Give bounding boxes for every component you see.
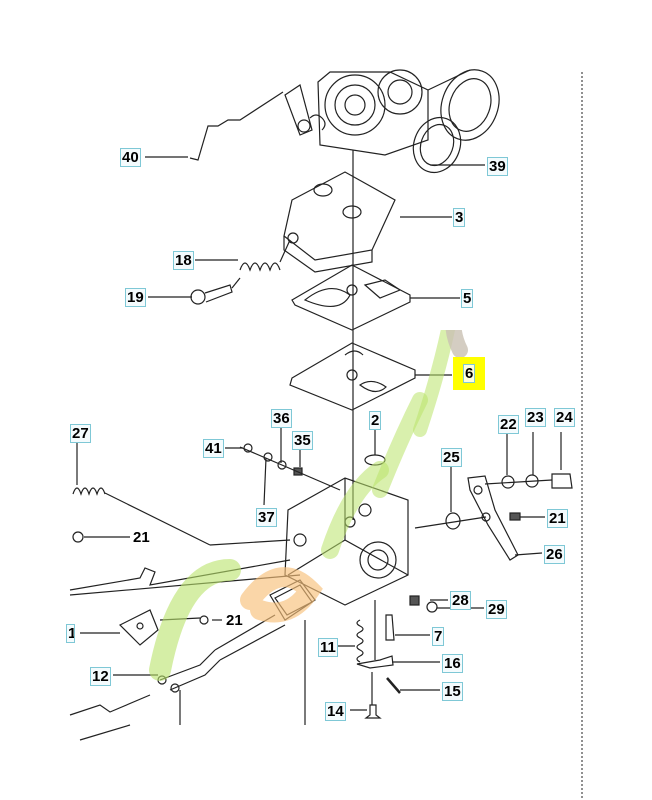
choke-nut <box>551 473 573 489</box>
part-label-28[interactable]: 28 <box>450 591 471 610</box>
idle-spring <box>239 262 281 272</box>
part-label-36[interactable]: 36 <box>271 409 292 428</box>
part-label-7[interactable]: 7 <box>432 627 445 646</box>
part-label-26[interactable]: 26 <box>544 545 565 564</box>
part-label-2[interactable]: 2 <box>369 411 382 430</box>
part-label-41[interactable]: 41 <box>203 439 224 458</box>
metering-lever <box>356 655 394 669</box>
part-label-21-left[interactable]: 21 <box>133 529 150 546</box>
inlet-needle <box>385 614 395 641</box>
pump-cover-assembly <box>284 69 429 156</box>
part-label-39[interactable]: 39 <box>487 157 508 176</box>
part-label-40[interactable]: 40 <box>120 148 141 167</box>
link-rod <box>189 91 284 161</box>
jet-needles <box>157 614 286 725</box>
carburetor-body <box>269 477 409 621</box>
metering-spring <box>356 619 364 663</box>
part-label-14[interactable]: 14 <box>325 702 346 721</box>
throttle-lever <box>118 609 159 646</box>
diaphragm-ring-large <box>440 69 500 141</box>
metering-cover <box>283 171 396 273</box>
part-label-21-right[interactable]: 21 <box>547 509 568 528</box>
part-label-15[interactable]: 15 <box>442 682 463 701</box>
diaphragm-ring-small <box>412 116 462 174</box>
part-label-12[interactable]: 12 <box>90 667 111 686</box>
part-label-6[interactable]: 6 <box>463 364 476 383</box>
part-label-11[interactable]: 11 <box>318 638 338 657</box>
part-label-6-highlighted[interactable]: 6 <box>453 357 486 390</box>
return-spring <box>72 487 106 496</box>
choke-lever <box>467 475 519 561</box>
part-label-21-middle[interactable]: 21 <box>226 612 243 629</box>
lever-screw <box>364 704 382 719</box>
fuel-screen <box>364 454 386 466</box>
part-label-3[interactable]: 3 <box>453 208 466 227</box>
adjusting-screw <box>190 277 241 305</box>
part-label-19[interactable]: 19 <box>125 288 146 307</box>
part-label-27[interactable]: 27 <box>70 424 91 443</box>
part-label-24[interactable]: 24 <box>554 408 575 427</box>
part-label-5[interactable]: 5 <box>461 289 474 308</box>
part-label-16[interactable]: 16 <box>442 654 463 673</box>
part-label-1-partial[interactable]: 1 <box>66 624 75 643</box>
part-label-35[interactable]: 35 <box>292 431 313 450</box>
part-label-37[interactable]: 37 <box>256 508 277 527</box>
part-label-18[interactable]: 18 <box>173 251 194 270</box>
part-label-29[interactable]: 29 <box>486 600 507 619</box>
part-label-23[interactable]: 23 <box>525 408 546 427</box>
part-label-22[interactable]: 22 <box>498 415 519 434</box>
lever-pin <box>386 677 401 694</box>
part-label-25[interactable]: 25 <box>441 448 462 467</box>
gasket-5 <box>291 264 411 331</box>
